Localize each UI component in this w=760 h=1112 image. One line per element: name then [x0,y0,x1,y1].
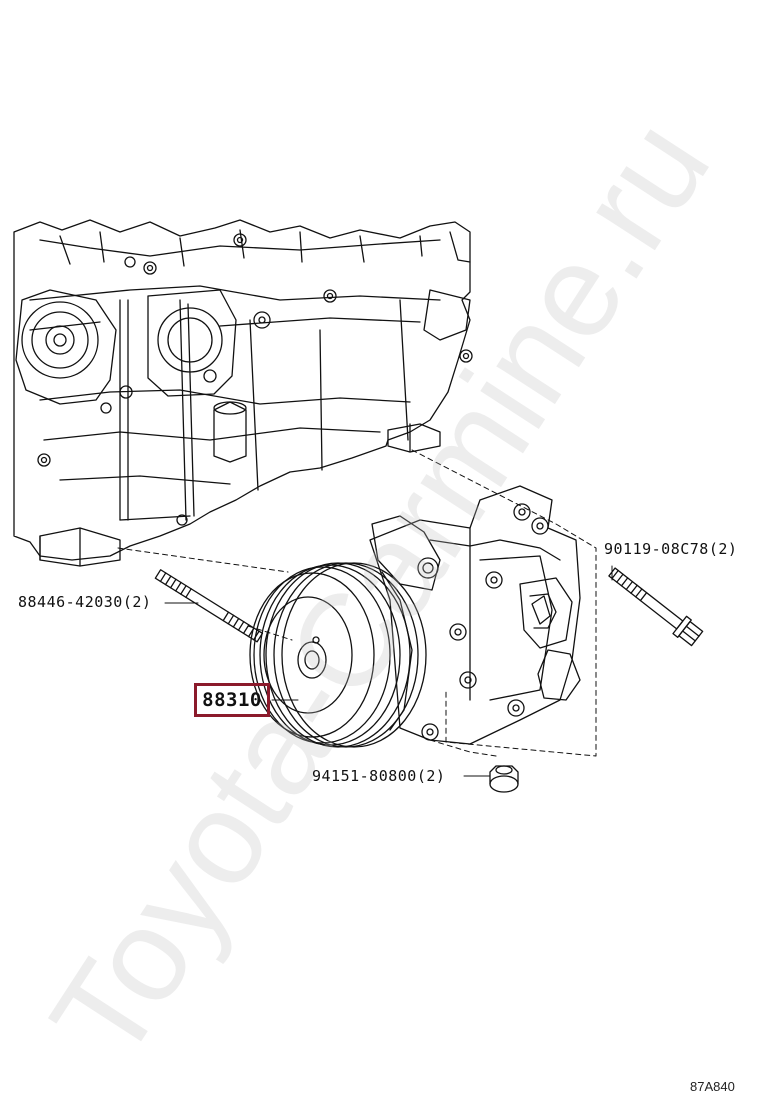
flange-bolt-90119 [608,567,704,647]
part-label-90119[interactable]: 90119-08C78(2) [604,540,738,558]
diagram-code: 87A840 [690,1079,735,1094]
engine-block [13,219,473,567]
part-label-88446[interactable]: 88446-42030(2) [18,593,152,611]
ac-compressor [249,485,581,748]
alignment-lines [117,449,597,757]
part-label-94151[interactable]: 94151-80800(2) [312,767,446,785]
leader-lines [164,565,613,777]
part-label-88310-highlighted[interactable]: 88310 [194,683,270,717]
flange-nut-94151 [489,765,519,793]
stud-bolt-88446 [154,569,264,643]
